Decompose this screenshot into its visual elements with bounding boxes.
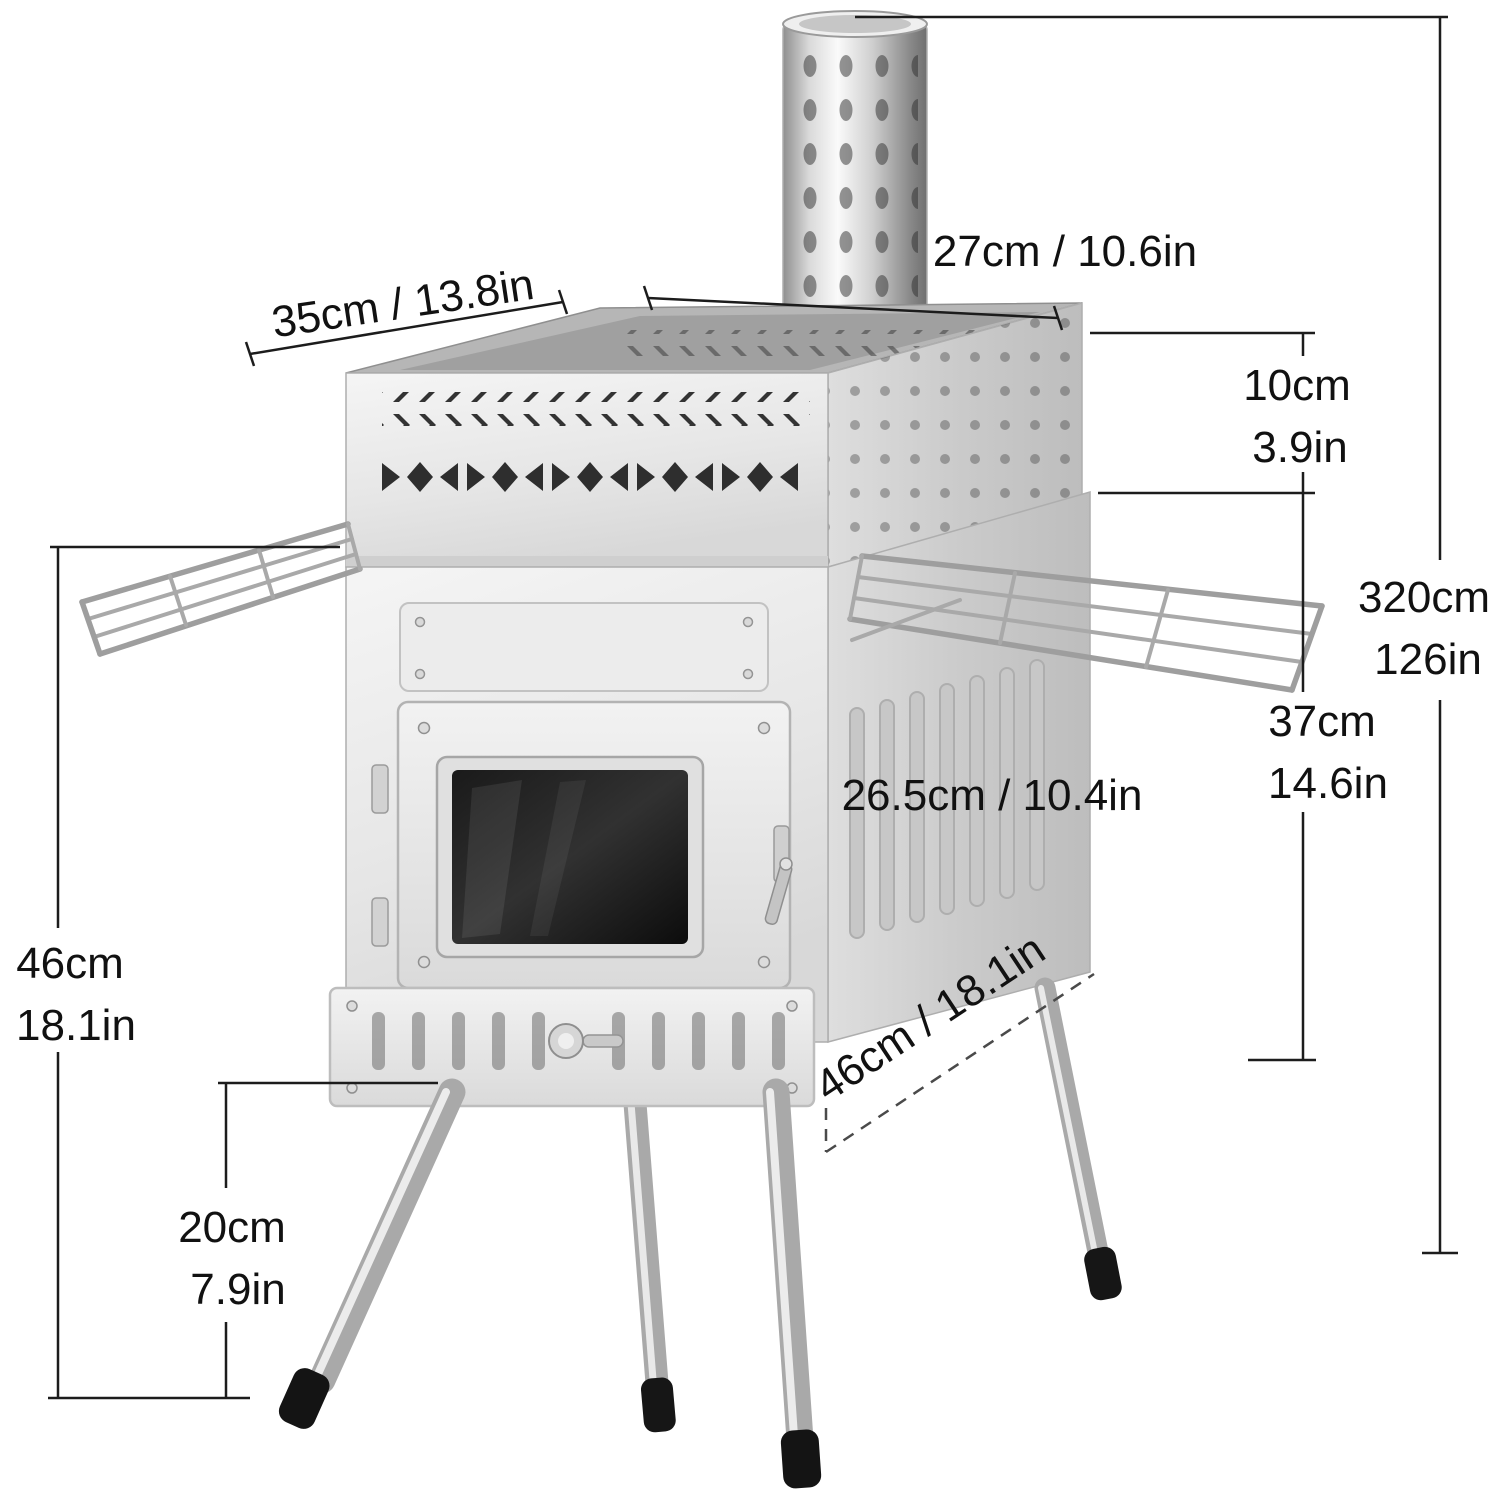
right-side-shelf xyxy=(847,553,1325,693)
dim-leg-height-cm: 20cm xyxy=(178,1203,286,1252)
vent-knob xyxy=(548,1023,624,1059)
dim-total-height: 320cm 126in xyxy=(855,15,1490,1255)
dim-top-depth: 27cm / 10.6in xyxy=(642,227,1197,331)
windscreen-diamond-cutouts xyxy=(382,462,798,492)
leg-foot xyxy=(640,1377,676,1433)
dim-windscreen-height-cm: 10cm xyxy=(1243,361,1351,410)
vent-slots xyxy=(372,1012,785,1070)
dimension-annotations: 35cm / 13.8in 27cm / 10.6in 10cm 3.9in 3… xyxy=(16,15,1490,1400)
dim-windscreen-height-in: 3.9in xyxy=(1252,423,1347,472)
leg-rear-right xyxy=(1034,977,1122,1301)
shelf-support-rod xyxy=(850,598,962,642)
door-latch xyxy=(764,825,793,925)
leg-front-right xyxy=(762,1078,822,1489)
dim-body-height-in: 14.6in xyxy=(1268,759,1388,808)
dim-top-depth-label: 27cm / 10.6in xyxy=(933,227,1197,276)
body-side-embossing xyxy=(849,659,1045,939)
bottom-vent-panel xyxy=(328,986,816,1108)
chimney-pipe xyxy=(782,10,928,341)
dim-leg-height: 20cm 7.9in xyxy=(178,1081,438,1398)
dim-door-width-label: 26.5cm / 10.4in xyxy=(842,771,1143,820)
left-side-shelf xyxy=(79,521,363,657)
dim-stove-height: 46cm 18.1in xyxy=(16,545,340,1400)
door-hinge-bottom xyxy=(371,897,389,947)
front-name-plate xyxy=(399,602,769,692)
stove-illustration xyxy=(79,10,1325,1489)
dim-door-width: 26.5cm / 10.4in xyxy=(842,771,1143,820)
leg-front-left xyxy=(278,1078,466,1429)
stove-body xyxy=(345,491,1091,1043)
dim-windscreen-height: 10cm 3.9in xyxy=(1090,331,1351,495)
dim-leg-height-in: 7.9in xyxy=(190,1265,285,1314)
chimney-opening xyxy=(799,15,911,33)
dim-total-height-in: 126in xyxy=(1374,635,1482,684)
leg-foot xyxy=(278,1368,330,1429)
windscreen-bottom-lip xyxy=(346,556,828,567)
door-window-glass xyxy=(452,770,688,944)
dim-stove-height-cm: 46cm xyxy=(16,939,124,988)
dim-total-height-cm: 320cm xyxy=(1358,573,1490,622)
glass-reflection xyxy=(462,780,522,938)
dim-body-height-cm: 37cm xyxy=(1268,697,1376,746)
windscreen-box xyxy=(345,302,1083,568)
hidden-base-edges xyxy=(824,972,1095,1154)
dim-body-height: 37cm 14.6in xyxy=(1248,493,1388,1062)
door-hinge-top xyxy=(371,764,389,814)
leg-foot xyxy=(780,1429,822,1489)
chimney-perforations xyxy=(792,46,918,324)
stove-door xyxy=(371,700,793,990)
dim-stove-height-in: 18.1in xyxy=(16,1001,136,1050)
glass-reflection xyxy=(530,780,586,936)
leg-foot xyxy=(1084,1246,1122,1301)
windscreen-chevron-cutouts xyxy=(382,392,810,426)
